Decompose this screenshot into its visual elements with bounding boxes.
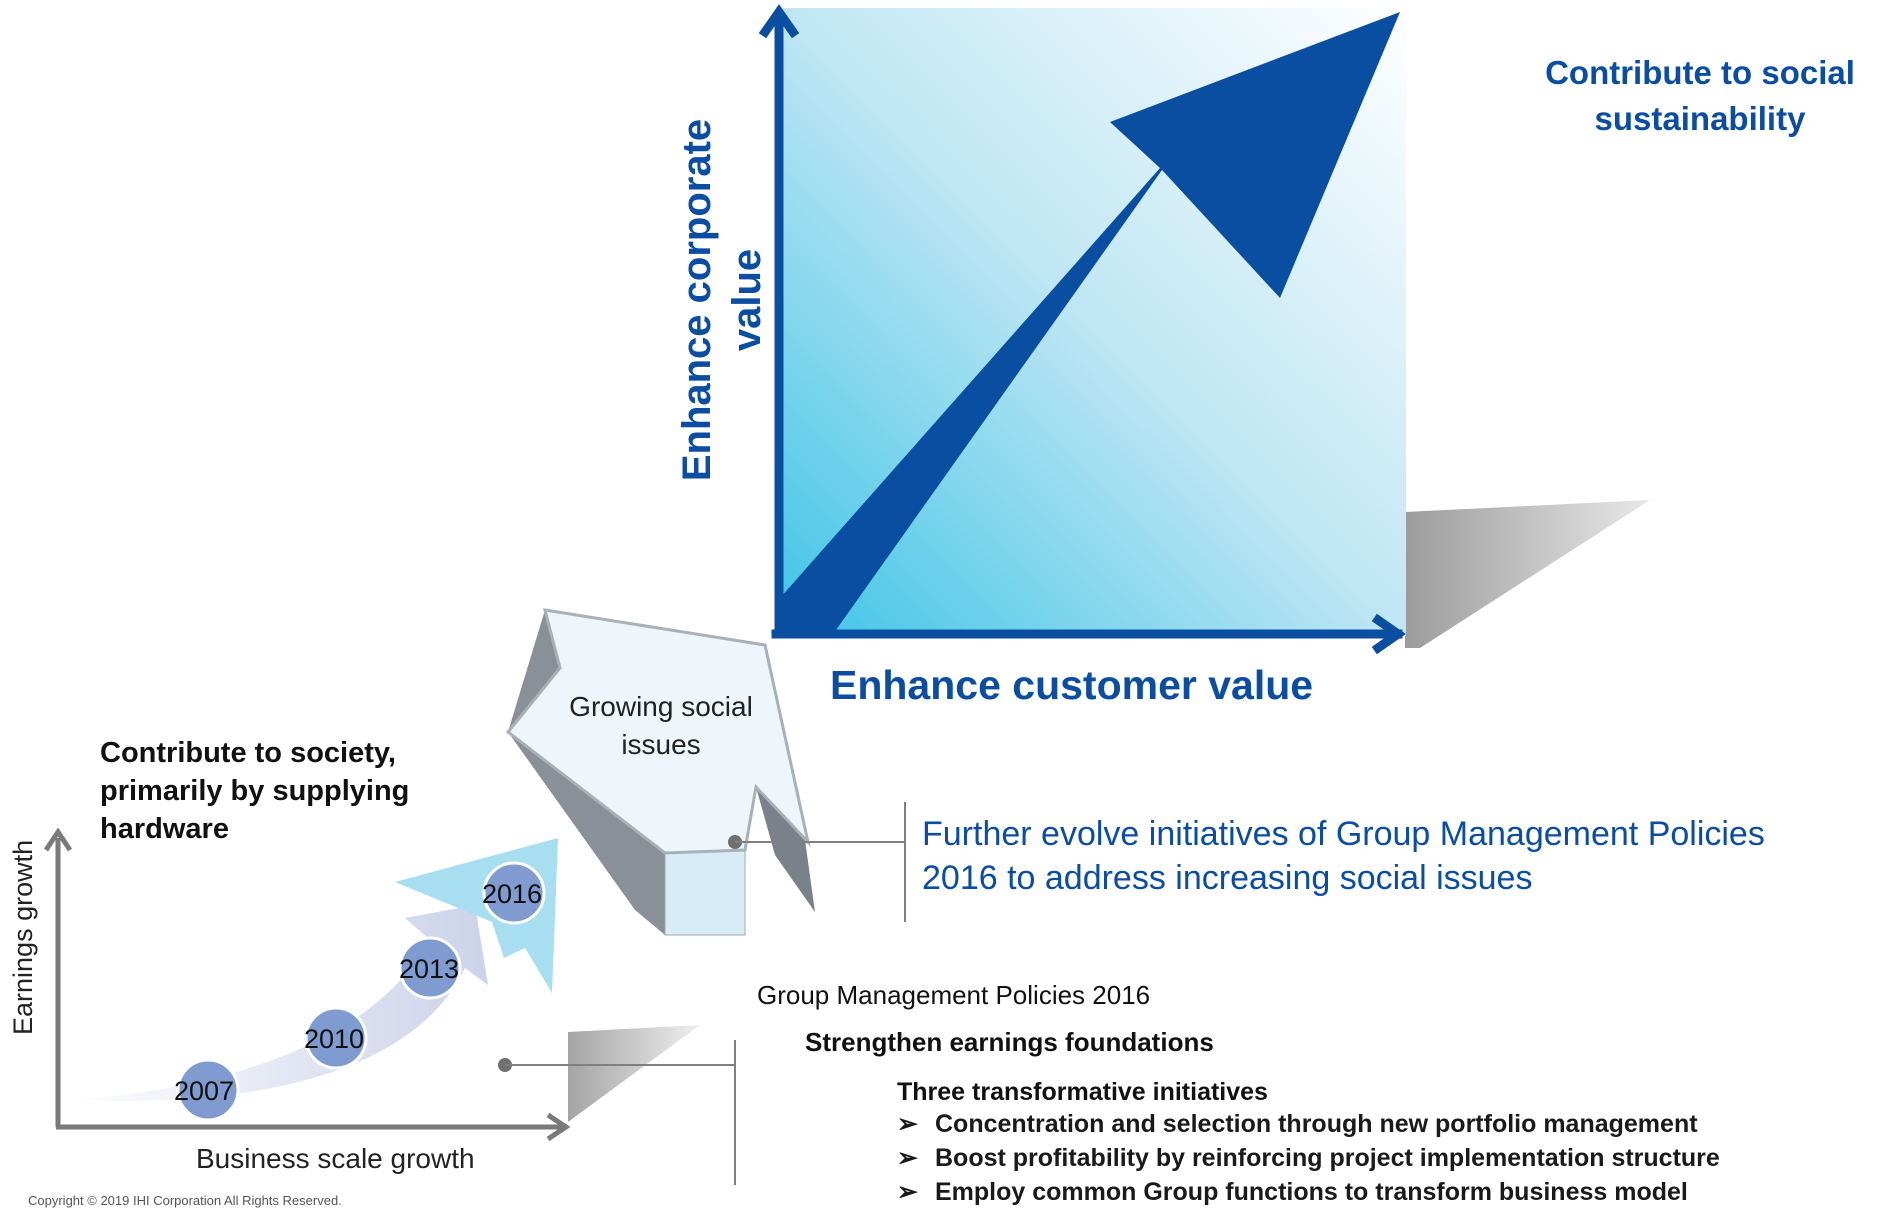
initiative-text: Employ common Group functions to transfo… [935,1178,1688,1206]
goal-line2: sustainability [1594,100,1806,137]
social-issues-label: Growing social issues [545,688,777,764]
list-item: ➢ Boost profitability by reinforcing pro… [897,1141,1720,1175]
initiative-text: Concentration and selection through new … [935,1110,1698,1138]
wave-arrow-large [60,905,488,1102]
evolve-line2: 2016 to address increasing social issues [922,859,1533,897]
year-dot-2013 [398,936,462,1000]
main-y-label-line2: value [725,248,769,352]
policies-subtitle: Strengthen earnings foundations [805,1027,1214,1057]
list-item: ➢ Employ common Group functions to trans… [897,1175,1720,1209]
year-label-2010: 2010 [304,1024,365,1054]
small-chart-shadow [568,1025,700,1122]
growth-arrow [780,12,1400,630]
year-label-2013: 2013 [399,954,460,984]
copyright: Copyright © 2019 IHI Corporation All Rig… [28,1193,342,1208]
social-issues-arrow [505,608,815,936]
evolve-line1: Further evolve initiatives of Group Mana… [922,815,1765,853]
initiatives-list: ➢ Concentration and selection through ne… [897,1107,1720,1209]
small-y-axis-label: Earnings growth [8,839,38,1035]
main-y-label-line1: Enhance corporate [675,118,719,482]
year-label-2016: 2016 [482,879,543,909]
small-x-axis-label: Business scale growth [196,1143,475,1174]
small-heading-line1: Contribute to society, [100,737,396,769]
initiative-text: Boost profitability by reinforcing proje… [935,1144,1720,1172]
year-label-2007: 2007 [174,1076,235,1106]
year-dots [176,861,546,1122]
list-item: ➢ Concentration and selection through ne… [897,1107,1720,1141]
small-chart-heading: Contribute to society, primarily by supp… [100,734,409,848]
social-issues-line2: issues [621,729,701,760]
goal-label: Contribute to social sustainability [1515,50,1885,142]
policies-title: Group Management Policies 2016 [757,980,1151,1010]
goal-line1: Contribute to social [1545,54,1855,91]
main-y-axis-label: Enhance corporate value [672,100,772,500]
social-issues-line1: Growing social [569,691,753,722]
bullet-arrow-icon: ➢ [897,1178,918,1206]
evolve-callout-text: Further evolve initiatives of Group Mana… [922,812,1765,900]
bullet-arrow-icon: ➢ [897,1110,918,1138]
year-dot-2010 [304,1006,368,1070]
small-heading-line3: hardware [100,813,229,845]
initiatives-heading: Three transformative initiatives [897,1078,1268,1106]
main-x-axis-label: Enhance customer value [830,662,1314,708]
year-dot-2016 [482,861,546,925]
year-dot-2007 [176,1058,240,1122]
main-panel-shadow [1405,500,1650,648]
small-axes [43,827,571,1142]
main-axes [758,4,1406,655]
bullet-arrow-icon: ➢ [897,1144,918,1172]
small-heading-line2: primarily by supplying [100,775,410,807]
